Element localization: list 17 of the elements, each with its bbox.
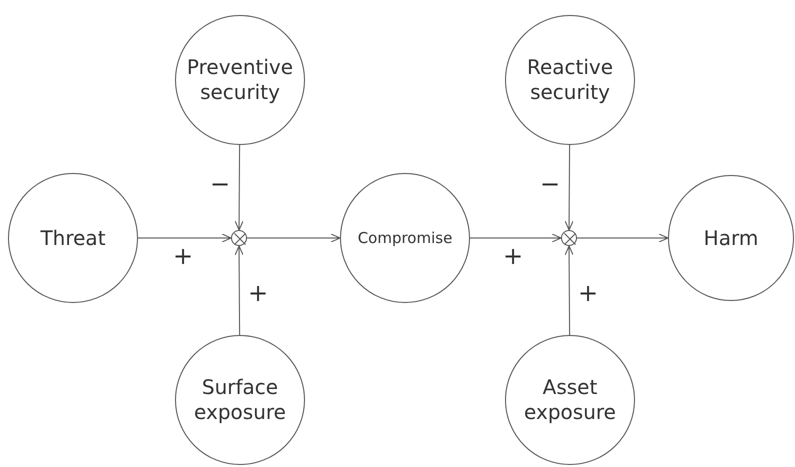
node-label: Harm <box>702 226 760 250</box>
node-label: Asset exposure <box>523 375 617 425</box>
multiply-junction <box>561 230 577 246</box>
arrow <box>138 234 232 242</box>
arrow <box>576 234 668 242</box>
arrow <box>234 246 244 336</box>
node-label: Surface exposure <box>193 375 287 425</box>
arrow <box>564 246 574 336</box>
arrow <box>234 144 244 230</box>
node-label: Threat <box>39 226 107 250</box>
arrow <box>246 234 340 242</box>
multiply-junction <box>231 230 247 246</box>
arrow <box>470 234 562 242</box>
arrow <box>564 144 574 230</box>
node-label: Reactive security <box>526 55 614 105</box>
node-label: Compromise <box>356 228 454 248</box>
node-label: Preventive security <box>186 55 294 105</box>
